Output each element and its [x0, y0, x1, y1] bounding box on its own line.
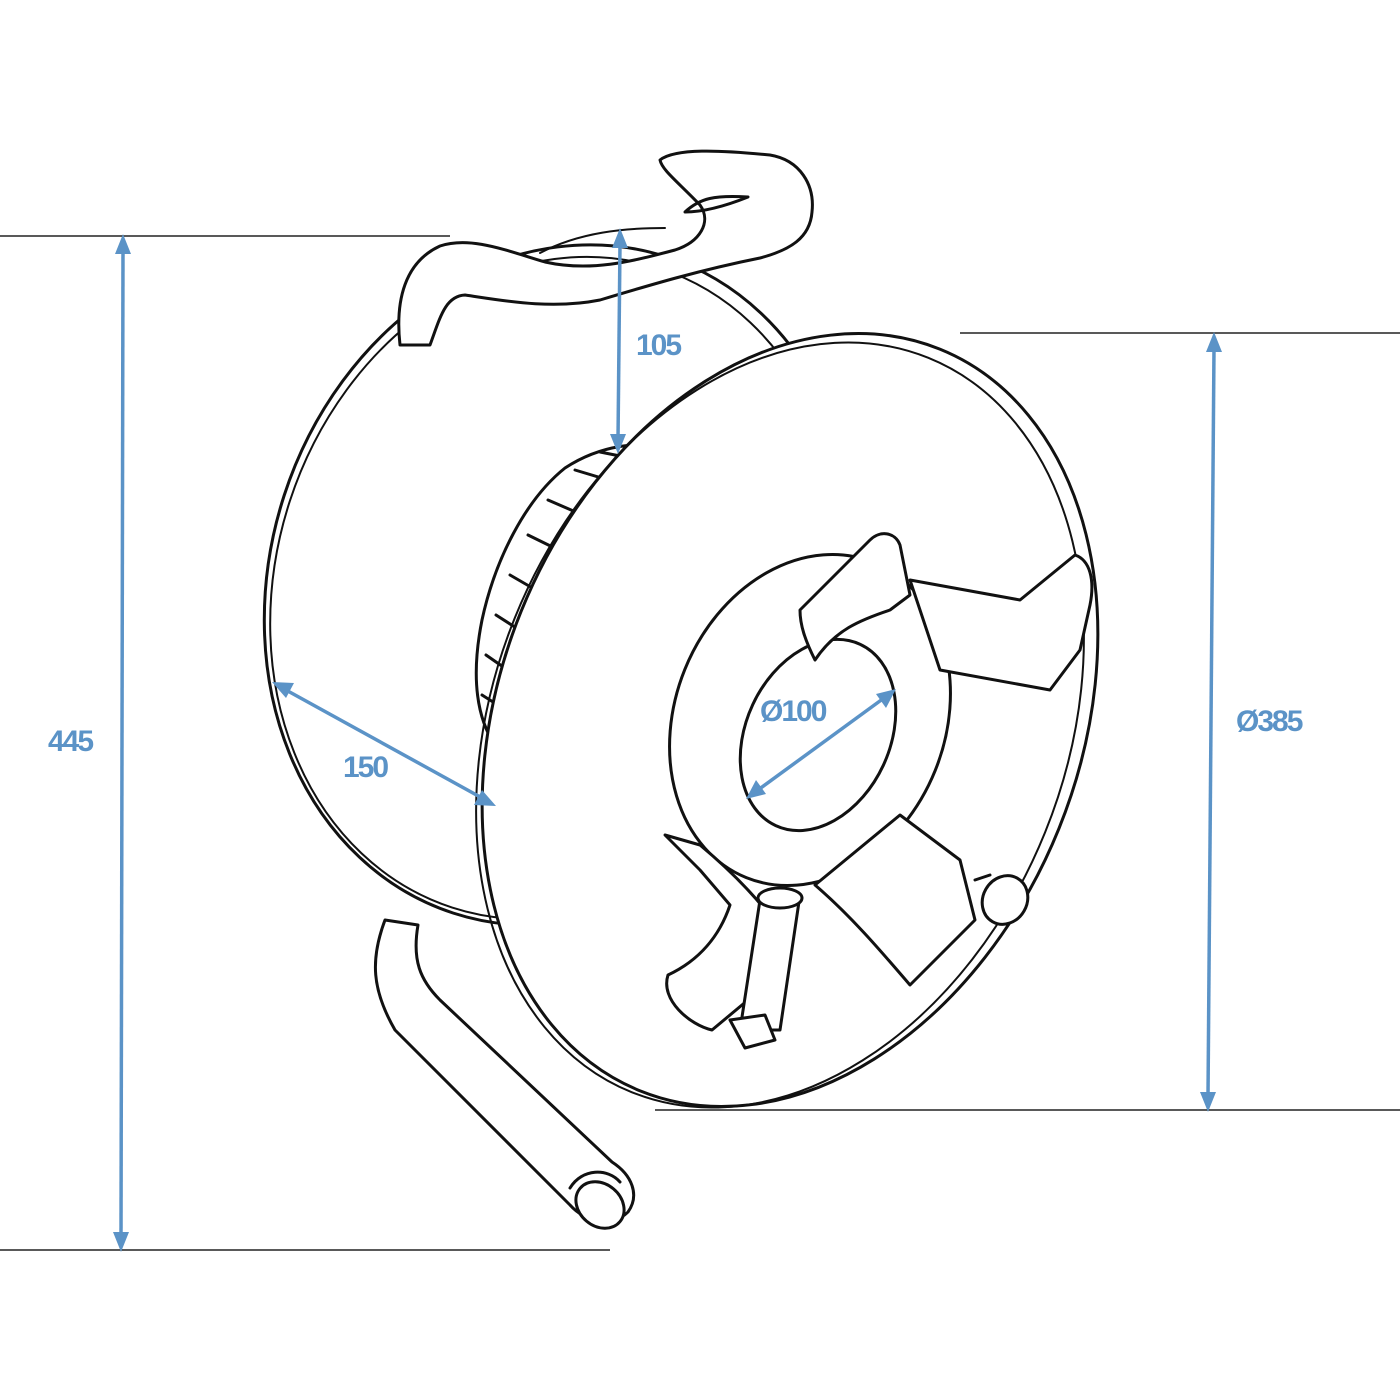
overall-height-label: 445 — [48, 725, 94, 758]
diameter-symbol-icon: Ø — [1236, 705, 1259, 738]
hub-assembly — [663, 532, 1094, 1050]
handle-to-drum-label: 105 — [636, 329, 682, 362]
reel-stand — [373, 918, 636, 1230]
diameter-symbol-icon: Ø — [760, 695, 783, 728]
extension-lines — [0, 235, 1400, 1251]
drum-width-label: 150 — [343, 751, 389, 784]
flange-diameter-label: Ø385 — [1236, 705, 1303, 738]
hub-diameter-label: Ø100 — [760, 695, 827, 728]
carry-handle — [397, 149, 814, 347]
dimension-lines — [113, 228, 1222, 1252]
